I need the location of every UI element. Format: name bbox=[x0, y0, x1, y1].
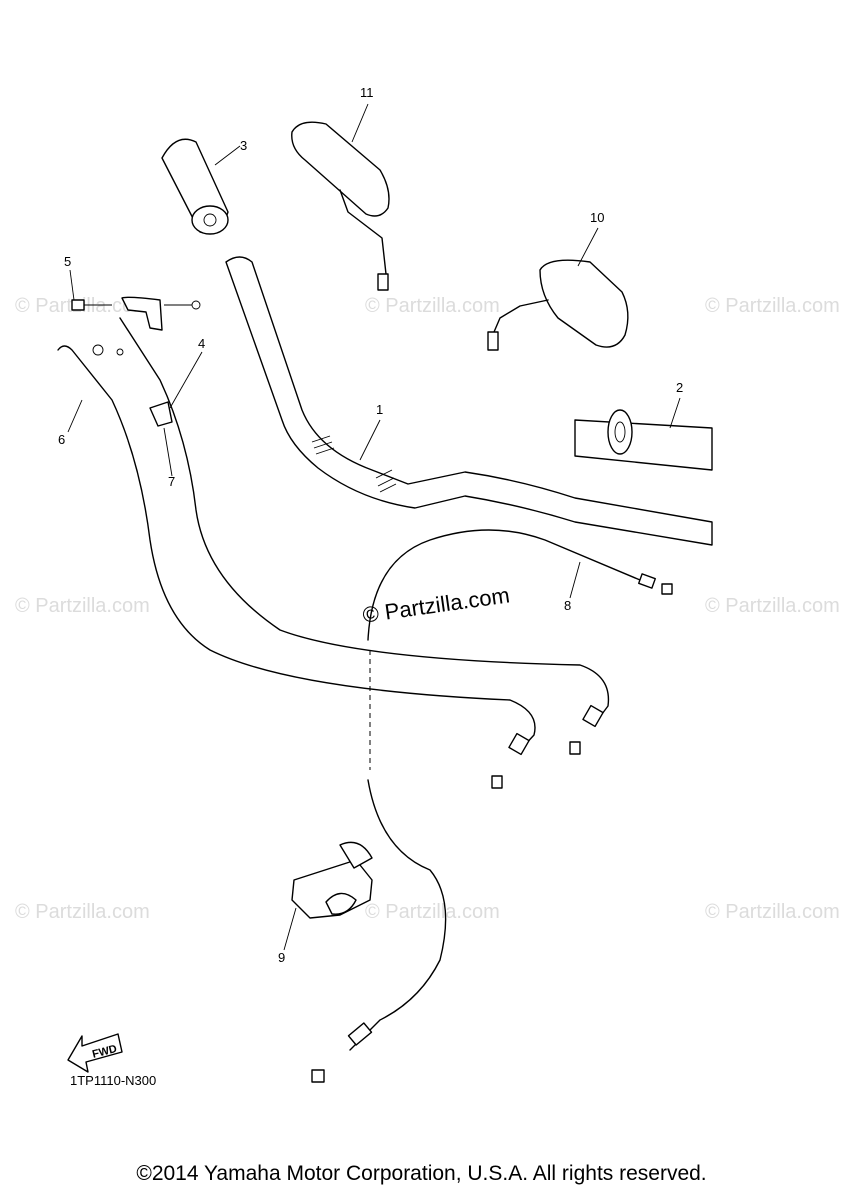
throttle-cable-pull[interactable] bbox=[119, 317, 610, 755]
callout-11: 11 bbox=[360, 85, 374, 100]
right-mirror[interactable] bbox=[487, 259, 629, 351]
left-grip[interactable] bbox=[161, 138, 229, 235]
watermark-tile: © Partzilla.com bbox=[705, 595, 840, 617]
fwd-arrow-icon: FWD bbox=[67, 1033, 123, 1073]
watermark-tile: © Partzilla.com bbox=[705, 295, 840, 317]
clutch-holder[interactable] bbox=[291, 841, 373, 919]
callout-9: 9 bbox=[278, 950, 285, 965]
watermark-tiles: © Partzilla.com © Partzilla.com © Partzi… bbox=[15, 295, 840, 923]
callout-3: 3 bbox=[240, 138, 247, 153]
right-grip[interactable] bbox=[574, 409, 713, 471]
callout-10: 10 bbox=[590, 210, 604, 225]
main-watermark-text: © Partzilla.com bbox=[361, 582, 511, 627]
watermark-tile: © Partzilla.com bbox=[15, 595, 150, 617]
callout-5: 5 bbox=[64, 254, 71, 269]
callout-2: 2 bbox=[676, 380, 683, 395]
callout-8: 8 bbox=[564, 598, 571, 613]
bolt[interactable] bbox=[71, 299, 112, 311]
copyright-notice: ©2014 Yamaha Motor Corporation, U.S.A. A… bbox=[136, 1162, 707, 1185]
callouts: 11 3 10 5 4 2 1 6 7 8 9 bbox=[58, 85, 683, 965]
callout-4: 4 bbox=[198, 336, 205, 351]
handlebar[interactable] bbox=[225, 256, 713, 546]
cable-holder[interactable] bbox=[121, 296, 201, 331]
cable-clamp[interactable] bbox=[149, 401, 173, 427]
callout-7: 7 bbox=[168, 474, 175, 489]
left-mirror[interactable] bbox=[291, 121, 390, 291]
callout-1: 1 bbox=[376, 402, 383, 417]
watermark-tile: © Partzilla.com bbox=[365, 295, 500, 317]
watermark-tile: © Partzilla.com bbox=[365, 901, 500, 923]
callout-leaders bbox=[67, 103, 681, 951]
fwd-label: FWD bbox=[91, 1043, 118, 1061]
watermark-tile: © Partzilla.com bbox=[705, 901, 840, 923]
clutch-cable[interactable] bbox=[311, 529, 673, 1083]
main-watermark: © Partzilla.com bbox=[361, 582, 511, 627]
watermark-tile: © Partzilla.com bbox=[15, 901, 150, 923]
callout-6: 6 bbox=[58, 432, 65, 447]
throttle-cable-return[interactable] bbox=[57, 344, 536, 789]
diagram-code: 1TP1110-N300 bbox=[70, 1073, 157, 1088]
